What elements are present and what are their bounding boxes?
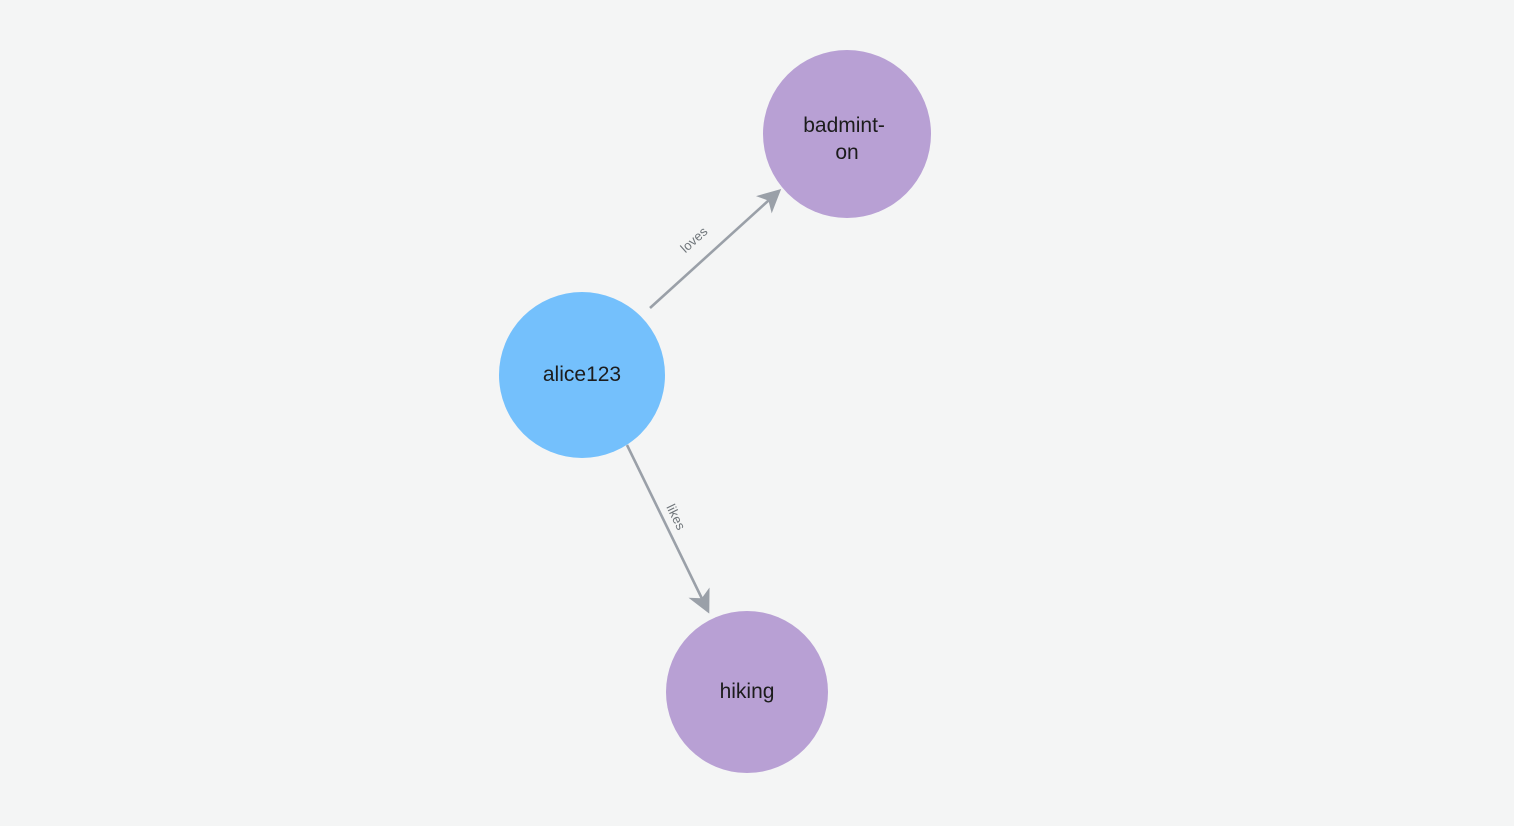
node-label-badminton: badmint- on [803,114,891,164]
node-circle-hiking[interactable] [666,611,828,773]
node-alice123[interactable]: alice123 [499,292,665,458]
edge-label-loves: loves [677,223,711,255]
node-circle-alice123[interactable] [499,292,665,458]
nodes-layer: alice123 badmint- on hiking [499,50,931,773]
edge-alice123-loves-badminton[interactable]: loves [649,189,782,309]
edge-line[interactable] [625,444,710,614]
node-hiking[interactable]: hiking [666,611,828,773]
edge-line[interactable] [649,189,782,309]
node-label-hiking: hiking [720,680,775,703]
edge-alice123-likes-hiking[interactable]: likes [625,444,710,614]
node-label-alice123: alice123 [543,363,621,386]
node-circle-badminton[interactable] [763,50,931,218]
node-badminton[interactable]: badmint- on [763,50,931,218]
